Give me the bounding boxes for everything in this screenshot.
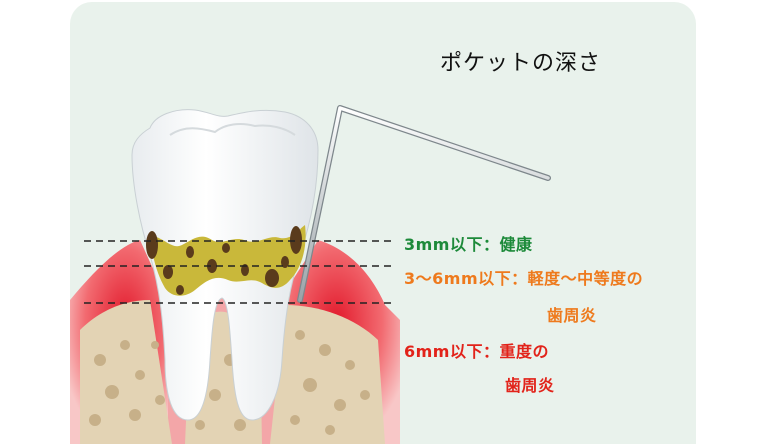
label-severe-line1: 6mm以下：重度の (404, 342, 549, 361)
periodontal-probe-icon (297, 105, 551, 303)
label-severe-line2: 歯周炎 (505, 376, 555, 395)
plaque-icon (146, 225, 306, 296)
label-mild-moderate-line2: 歯周炎 (547, 306, 597, 325)
depth-guides (84, 240, 392, 304)
label-mild-moderate-line1: 3〜6mm以下：軽度〜中等度の (404, 269, 644, 288)
label-healthy: 3mm以下：健康 (404, 235, 533, 254)
diagram-title: ポケットの深さ (440, 51, 602, 76)
